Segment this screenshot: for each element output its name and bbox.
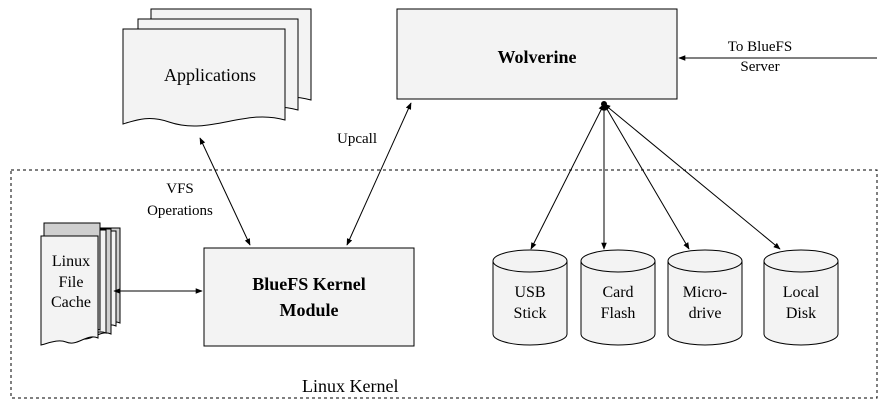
local-disk-cylinder: Local Disk [763,249,839,346]
to-server-label-line2: Server [740,59,779,75]
vfs-label-line2: Operations [147,203,213,219]
linux-kernel-region [10,169,878,399]
linux-file-cache-label-line2: File [59,274,84,291]
usb-stick-label-line1: USB [514,284,545,301]
microdrive-label-line2: drive [689,305,722,322]
usb-stick-cylinder: USB Stick [492,249,568,346]
linux-file-cache-documents: Linux File Cache [40,222,121,346]
wolverine-label: Wolverine [498,47,577,67]
microdrive-arrow [603,103,690,250]
vfs-operations-arrow [199,137,251,246]
usb-stick-arrow [530,103,605,250]
microdrive-cylinder: Micro- drive [667,249,743,346]
usb-stick-label-line2: Stick [514,305,547,322]
local-disk-label-line1: Local [783,284,820,301]
upcall-arrow [346,102,412,246]
applications-documents: Applications [122,8,312,127]
vfs-label-line1: VFS [166,181,194,197]
microdrive-label-line1: Micro- [683,284,727,301]
linux-file-cache-label-line3: Cache [51,294,91,311]
bluefs-kernel-module-box [203,247,415,347]
card-flash-cylinder: Card Flash [580,249,656,346]
linux-kernel-label: Linux Kernel [302,376,398,396]
card-flash-label-line2: Flash [601,305,636,322]
local-disk-label-line2: Disk [786,305,816,322]
applications-label: Applications [164,65,256,85]
linux-file-cache-label-line1: Linux [52,253,90,270]
local-disk-arrow [603,103,781,250]
to-server-label-line1: To BlueFS [728,39,792,55]
bluefs-kernel-module-label-line2: Module [279,300,338,320]
card-flash-label-line1: Card [602,284,633,301]
bluefs-kernel-module-label-line1: BlueFS Kernel [252,274,366,294]
upcall-label: Upcall [337,131,377,147]
wolverine-box [396,8,678,100]
